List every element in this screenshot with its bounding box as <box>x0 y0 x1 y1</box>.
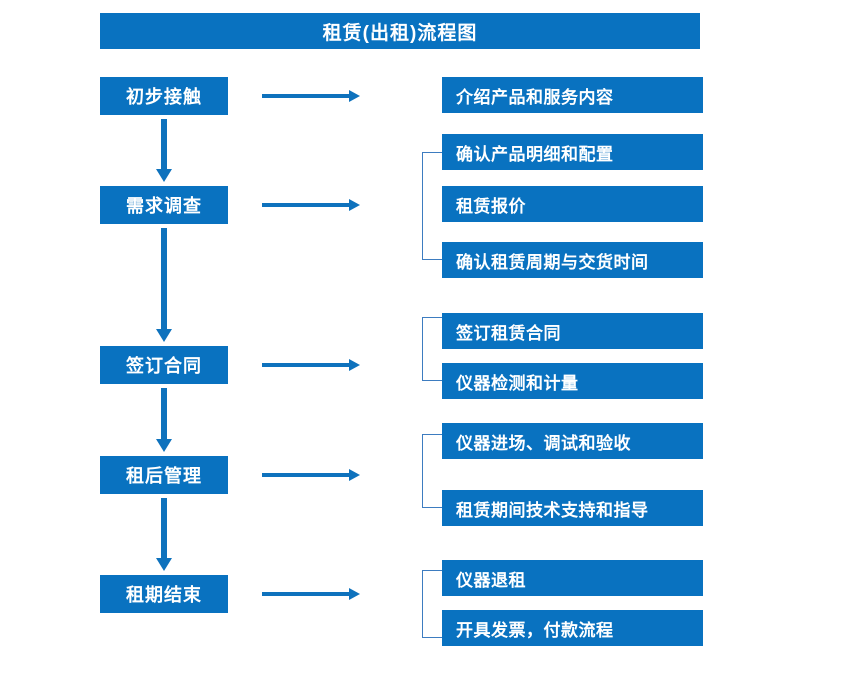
stage-box-needs-survey[interactable]: 需求调查 <box>100 186 228 224</box>
right-arrow-icon-5 <box>262 588 360 600</box>
right-arrow-icon-2 <box>262 199 360 211</box>
detail-box-instrument-return[interactable]: 仪器退租 <box>442 560 703 596</box>
page-title: 租赁(出租)流程图 <box>100 13 700 49</box>
down-arrow-icon-4 <box>156 498 172 571</box>
group-bracket-post-rental <box>422 434 442 508</box>
right-arrow-icon-1 <box>262 90 360 102</box>
detail-box-confirm-product-details[interactable]: 确认产品明细和配置 <box>442 134 703 170</box>
detail-box-invoice-payment[interactable]: 开具发票，付款流程 <box>442 610 703 646</box>
detail-box-rental-quotation[interactable]: 租赁报价 <box>442 186 703 222</box>
down-arrow-icon-3 <box>156 388 172 452</box>
stage-box-rental-end[interactable]: 租期结束 <box>100 575 228 613</box>
detail-box-instrument-inspection[interactable]: 仪器检测和计量 <box>442 363 703 399</box>
right-arrow-icon-4 <box>262 469 360 481</box>
stage-box-initial-contact[interactable]: 初步接触 <box>100 77 228 115</box>
group-bracket-sign-contract <box>422 317 442 381</box>
detail-box-instrument-entry-commissioning[interactable]: 仪器进场、调试和验收 <box>442 423 703 459</box>
down-arrow-icon-2 <box>156 228 172 342</box>
right-arrow-icon-3 <box>262 359 360 371</box>
detail-box-sign-rental-contract[interactable]: 签订租赁合同 <box>442 313 703 349</box>
detail-box-technical-support[interactable]: 租赁期间技术支持和指导 <box>442 490 703 526</box>
stage-box-post-rental-management[interactable]: 租后管理 <box>100 456 228 494</box>
group-bracket-rental-end <box>422 570 442 638</box>
stage-box-sign-contract[interactable]: 签订合同 <box>100 346 228 384</box>
group-bracket-needs-survey <box>422 152 442 260</box>
detail-box-introduce-products[interactable]: 介绍产品和服务内容 <box>442 77 703 113</box>
down-arrow-icon-1 <box>156 119 172 182</box>
detail-box-confirm-rental-period[interactable]: 确认租赁周期与交货时间 <box>442 242 703 278</box>
